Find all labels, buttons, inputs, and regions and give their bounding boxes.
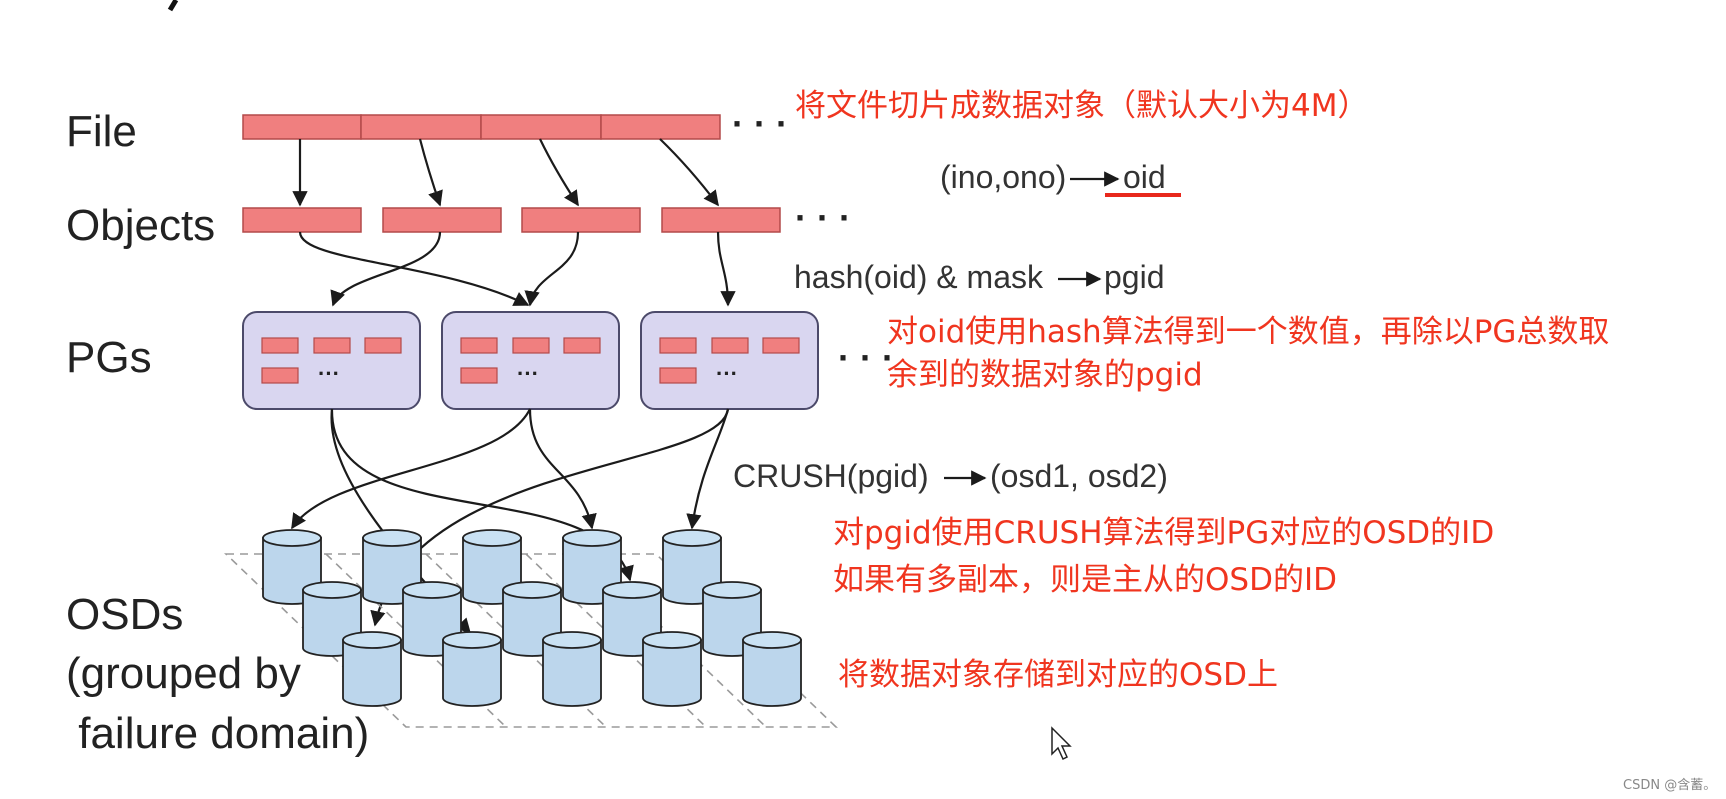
osd-disk-top	[262, 529, 322, 547]
mouse-pointer-icon	[1051, 726, 1072, 761]
osd-disk-top	[662, 529, 722, 547]
pg-slot	[364, 337, 402, 354]
flow-arrow	[298, 231, 530, 306]
osd-disk	[742, 631, 802, 707]
flow-arrow	[686, 408, 730, 530]
pgs-ellipsis: · · ·	[838, 337, 894, 378]
note-hash-line1: 对oid使用hash算法得到一个数值，再除以PG总数取	[887, 314, 1609, 350]
flow-arrow	[330, 231, 442, 307]
osd-disk	[642, 631, 702, 707]
file-segment	[600, 114, 721, 140]
objects-row	[242, 207, 781, 233]
object-block	[661, 207, 781, 233]
file-ellipsis: · · ·	[732, 103, 788, 144]
watermark: CSDN @含蓄。	[1623, 777, 1716, 793]
note-file-slicing: 将文件切片成数据对象（默认大小为4M）	[795, 88, 1368, 124]
layer-label-osds-failure-domain: failure domain)	[66, 709, 369, 758]
osd-disk	[442, 631, 502, 707]
pg-box: ···	[441, 311, 620, 410]
pg-slot	[563, 337, 601, 354]
pg-box: ···	[242, 311, 421, 410]
osd-disk-top	[502, 581, 562, 599]
osd-cluster	[262, 529, 802, 707]
flow-arrow	[659, 138, 719, 207]
flow-arrow	[418, 138, 443, 207]
file-to-object-arrows	[292, 138, 719, 207]
object-block	[242, 207, 362, 233]
osd-disk-top	[342, 631, 402, 649]
object-to-pg-arrows	[298, 231, 736, 307]
formula-osd-pair: (osd1, osd2)	[990, 458, 1168, 494]
file-segment	[242, 114, 362, 140]
osd-disk-body	[442, 639, 502, 707]
osd-disk-body	[342, 639, 402, 707]
layer-label-objects: Objects	[66, 201, 215, 250]
formula-ino-ono: (ino,ono)	[940, 159, 1066, 195]
file-bar	[242, 114, 721, 140]
note-crush-line2: 如果有多副本，则是主从的OSD的ID	[833, 562, 1337, 598]
note-crush-line1: 对pgid使用CRUSH算法得到PG对应的OSD的ID	[833, 515, 1494, 551]
osd-disk-top	[702, 581, 762, 599]
osd-disk-top	[442, 631, 502, 649]
flow-arrow	[528, 408, 597, 530]
layer-label-file: File	[66, 107, 137, 156]
formula-oid: oid	[1123, 159, 1166, 195]
osd-disk-top	[302, 581, 362, 599]
flow-arrow	[291, 408, 531, 530]
note-hash-line2: 余到的数据对象的pgid	[887, 357, 1203, 393]
pg-slot	[261, 337, 299, 354]
pg-slot	[460, 337, 498, 354]
formula-pgid: pgid	[1104, 259, 1165, 295]
osd-disk-top	[642, 631, 702, 649]
layer-label-osds-grouped: (grouped by	[66, 649, 301, 698]
pg-slot	[512, 337, 550, 354]
pg-slot	[313, 337, 351, 354]
object-block	[382, 207, 502, 233]
pg-slot	[460, 367, 498, 384]
pg-box: ···	[640, 311, 819, 410]
layer-label-osds: OSDs	[66, 590, 183, 639]
pg-slot-ellipsis: ···	[517, 361, 539, 386]
osd-disk-top	[362, 529, 422, 547]
cropped-glyph-fragment	[167, 0, 179, 12]
osd-disk-top	[462, 529, 522, 547]
flow-arrow	[524, 231, 580, 307]
pg-slot	[711, 337, 749, 354]
pg-slot	[659, 337, 697, 354]
pg-container	[640, 311, 819, 410]
pg-slot	[261, 367, 299, 384]
pg-slot	[762, 337, 800, 354]
file-segment	[360, 114, 482, 140]
flow-arrow	[539, 138, 579, 207]
osd-disk-top	[602, 581, 662, 599]
osd-disk	[262, 529, 322, 605]
file-segment	[480, 114, 602, 140]
osd-disk-top	[542, 631, 602, 649]
pg-slot-ellipsis: ···	[716, 361, 738, 386]
note-store: 将数据对象存储到对应的OSD上	[838, 657, 1278, 693]
osd-disk-top	[742, 631, 802, 649]
objects-ellipsis: · · ·	[795, 197, 851, 238]
pg-slot-ellipsis: ···	[318, 361, 340, 386]
flow-arrow	[716, 231, 736, 307]
object-block	[521, 207, 641, 233]
pg-slot	[659, 367, 697, 384]
osd-disk-top	[402, 581, 462, 599]
osd-disk-top	[562, 529, 622, 547]
formula-hash: hash(oid) & mask	[794, 259, 1044, 295]
osd-disk	[342, 631, 402, 707]
layer-label-pgs: PGs	[66, 333, 152, 382]
osd-disk	[542, 631, 602, 707]
formula-crush: CRUSH(pgid)	[733, 458, 929, 494]
osd-disk-body	[742, 639, 802, 707]
osd-disk-body	[642, 639, 702, 707]
osd-disk-body	[542, 639, 602, 707]
